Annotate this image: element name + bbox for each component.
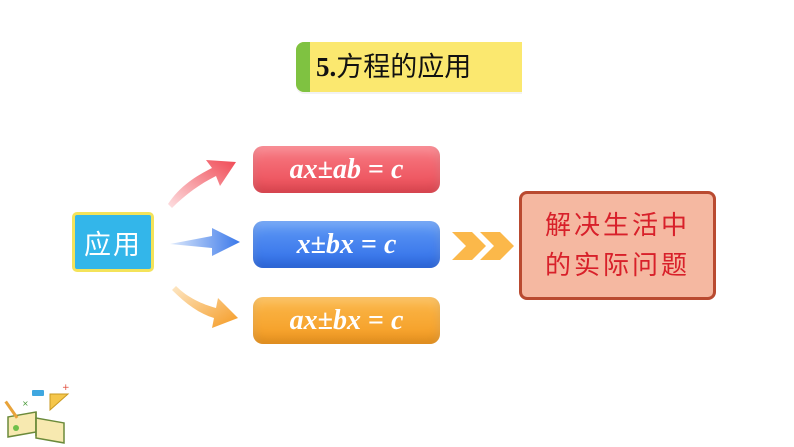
svg-text:×: × (22, 399, 29, 408)
formula-2-term-b: bx (326, 229, 354, 261)
formula-1-plus-minus: ± (318, 154, 333, 186)
formula-2-term-a: x (297, 229, 311, 261)
formula-1-term-c: c (391, 154, 403, 186)
formula-2-equals: = (354, 229, 384, 261)
formula-1-term-b: ab (333, 154, 361, 186)
formula-3-term-b: bx (333, 305, 361, 337)
svg-text:+: + (62, 383, 70, 393)
apply-label-box: 应用 (72, 212, 154, 272)
double-chevron-icon (452, 232, 514, 260)
result-box: 解决生活中 的实际问题 (519, 191, 716, 300)
result-line-1: 解决生活中 (545, 206, 690, 246)
arrow-up-right-icon (168, 160, 236, 208)
formula-2-plus-minus: ± (311, 229, 326, 261)
formula-box-3: ax±bx = c (253, 297, 440, 344)
formula-1-equals: = (361, 154, 391, 186)
formula-3-term-c: c (391, 305, 403, 337)
formula-2-term-c: c (384, 229, 396, 261)
result-line-2: 的实际问题 (545, 246, 690, 286)
book-stationery-icon: + × (2, 380, 74, 444)
formula-box-2: x±bx = c (253, 221, 440, 268)
formula-3-term-a: ax (290, 305, 318, 337)
formula-3-equals: = (361, 305, 391, 337)
formula-1-term-a: ax (290, 154, 318, 186)
apply-label: 应用 (84, 223, 142, 262)
arrow-down-right-icon (172, 286, 238, 328)
arrow-right-icon (170, 228, 240, 256)
formula-3-plus-minus: ± (318, 305, 333, 337)
formula-box-1: ax±ab = c (253, 146, 440, 193)
